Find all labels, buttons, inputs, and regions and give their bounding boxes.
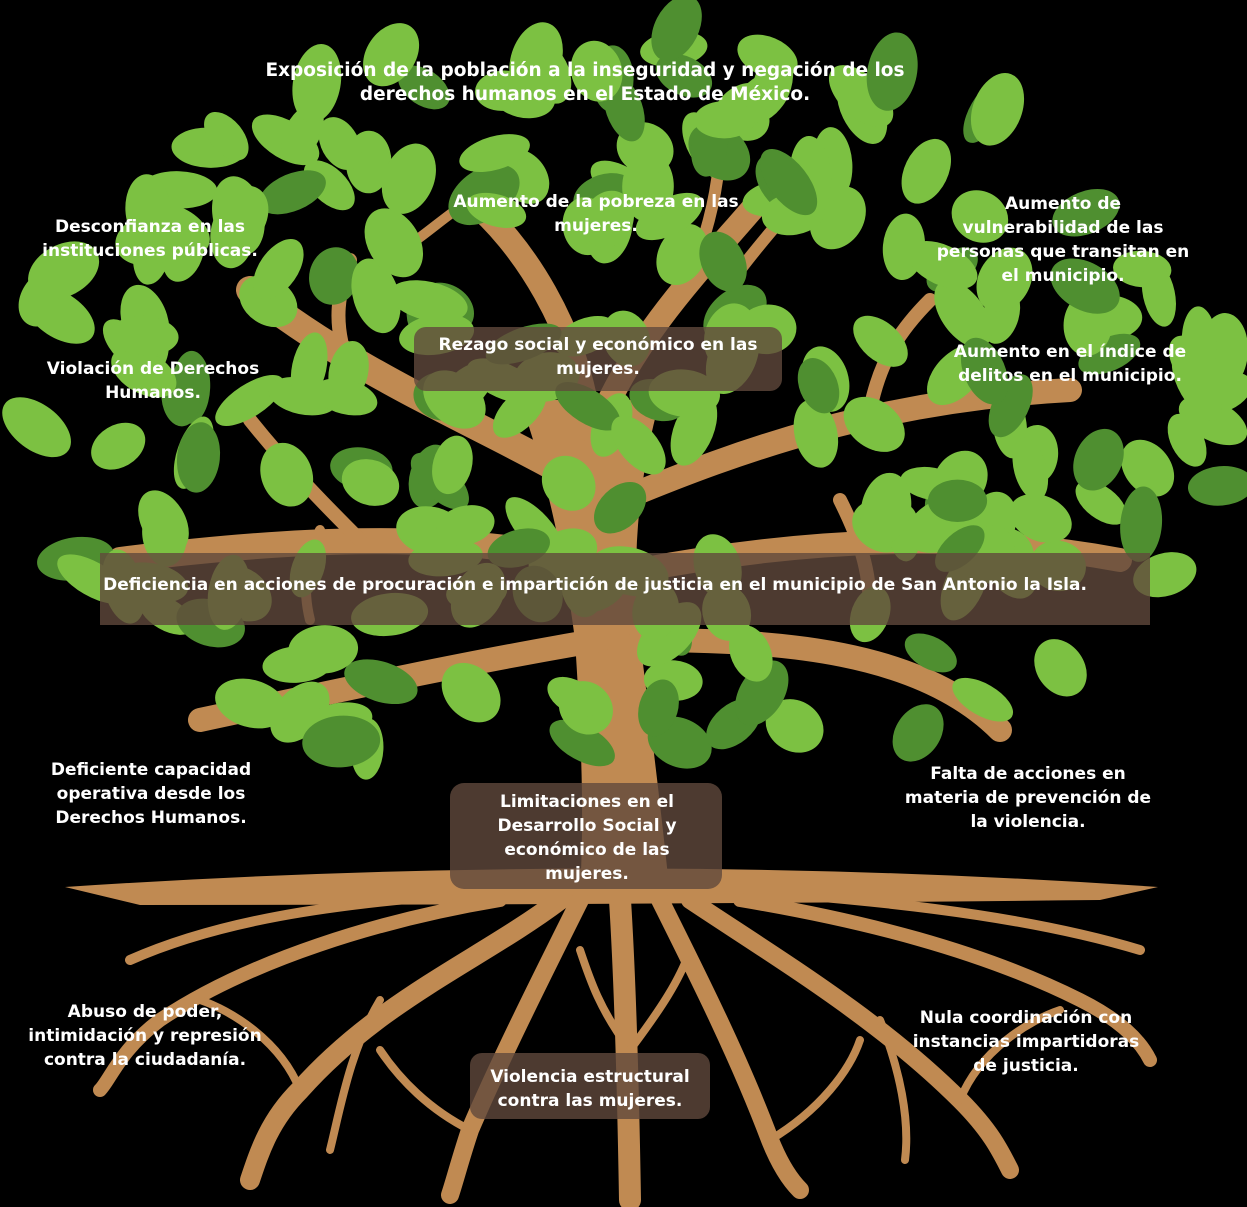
cause-estructural-label: Violencia estructural contra las mujeres… xyxy=(470,1065,710,1113)
cause-capacidad-label: Deficiente capacidad operativa desde los… xyxy=(30,758,272,830)
effect-top-label: Exposición de la población a la inseguri… xyxy=(235,59,935,107)
cause-coordinacion-label: Nula coordinación con instancias imparti… xyxy=(898,1006,1154,1078)
root-15 xyxy=(630,950,690,1050)
root-13 xyxy=(770,1040,860,1140)
effect-pobreza-label: Aumento de la pobreza en las mujeres. xyxy=(436,190,756,238)
leaf-127 xyxy=(1023,629,1097,707)
leaf-125 xyxy=(1064,421,1134,499)
effect-rezago-label: Rezago social y económico en las mujeres… xyxy=(414,333,782,381)
effect-delitos-label: Aumento en el índice de delitos en el mu… xyxy=(935,340,1205,388)
cause-limitaciones-label: Limitaciones en el Desarrollo Social y e… xyxy=(452,790,722,886)
root-2 xyxy=(450,900,580,1195)
cause-abuso-label: Abuso de poder, intimidación y represión… xyxy=(20,1000,270,1072)
leaf-85 xyxy=(83,413,154,479)
root-12 xyxy=(380,1050,470,1130)
effect-violacion-label: Violación de Derechos Humanos. xyxy=(28,357,278,405)
leaf-195 xyxy=(1186,463,1247,508)
cause-prevencion-label: Falta de acciones en materia de prevenci… xyxy=(890,762,1166,834)
leaf-166 xyxy=(882,695,954,772)
leaf-156 xyxy=(928,480,987,522)
root-4 xyxy=(660,900,800,1190)
effect-vulnerabilidad-label: Aumento de vulnerabilidad de las persona… xyxy=(930,192,1196,288)
effect-desconfianza-label: Desconfianza en las instituciones públic… xyxy=(20,215,280,263)
central-problem-label: Deficiencia en acciones de procuración e… xyxy=(80,573,1110,597)
leaf-39 xyxy=(252,435,322,514)
